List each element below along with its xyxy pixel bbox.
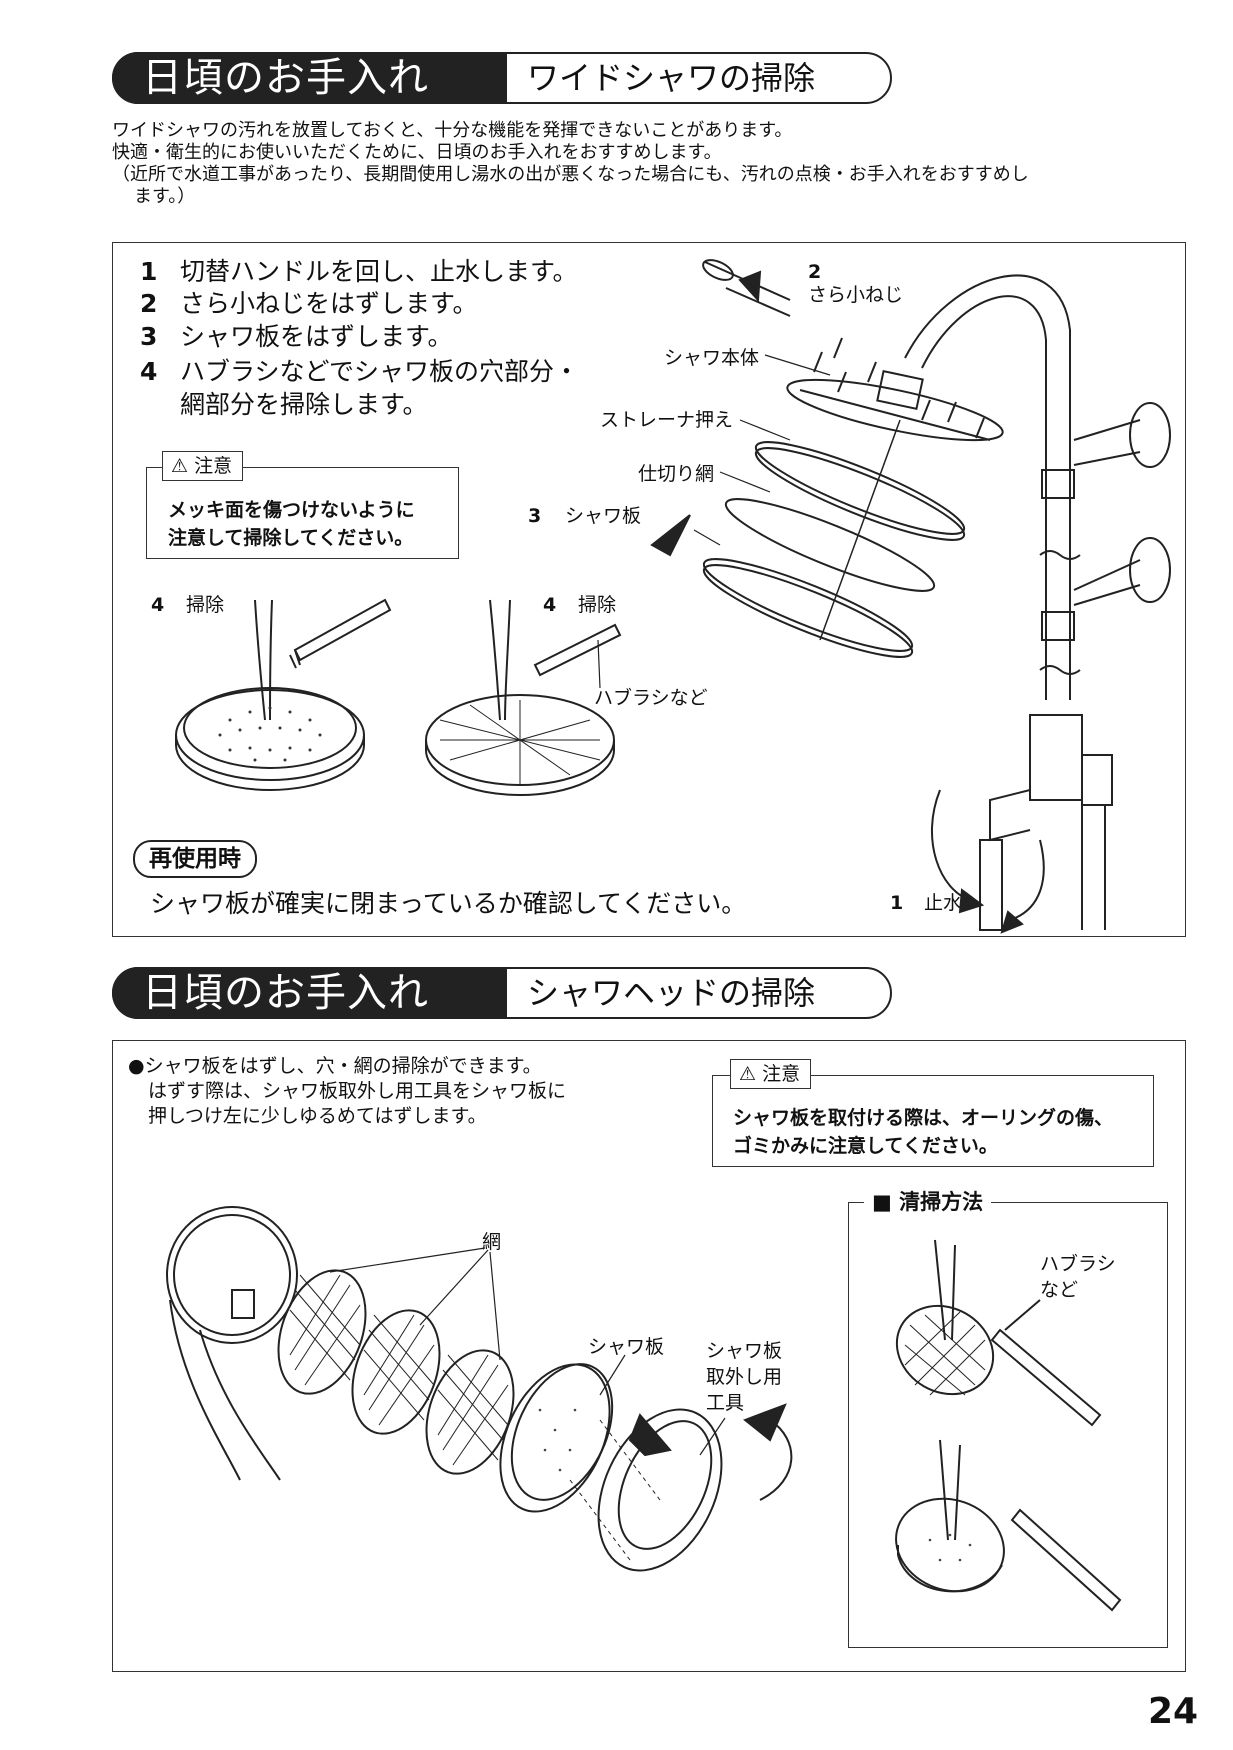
label-brush: ハブラシなど <box>594 687 708 709</box>
intro-line: 快適・衛生的にお使いいただくために、日頃のお手入れをおすすめします。 <box>112 142 722 163</box>
label-strainer: ストレーナ押え <box>600 409 734 431</box>
caution-line: ゴミかみに注意してください。 <box>733 1135 998 1157</box>
strainer-illustration <box>754 441 966 541</box>
step-1: 1 切替ハンドルを回し、止水します。 <box>140 256 578 288</box>
caution-tag-text: 注意 <box>194 455 233 477</box>
step-4-cont: 網部分を掃除します。 <box>140 389 428 421</box>
mesh-illustration <box>724 498 936 592</box>
method-title: ■ 清掃方法 <box>864 1188 992 1216</box>
label-stop: 止水 <box>924 892 963 914</box>
reuse-text: シャワ板が確実に閉まっているか確認してください。 <box>150 889 747 918</box>
method-mesh-clean <box>895 1239 1102 1427</box>
mesh-disc-2 <box>351 1309 441 1435</box>
step-number: 1 <box>140 257 158 286</box>
warning-icon: ⚠ <box>171 455 189 477</box>
label-mesh: 仕切り網 <box>638 463 715 485</box>
step-text: ハブラシなどでシャワ板の穴部分・ <box>180 357 580 386</box>
plate-illustration <box>702 558 914 658</box>
clean-mesh-b-illustration <box>425 599 622 796</box>
label-plate-2: シャワ板 <box>588 1336 665 1358</box>
step-text: さら小ねじをはずします。 <box>180 289 478 318</box>
caution-box-1 <box>146 467 459 559</box>
plate-a-holes <box>218 706 322 762</box>
caution-tag-2: ⚠ 注意 <box>730 1059 812 1089</box>
label-clean-b: 掃除 <box>578 594 617 616</box>
label-stop-num: 1 <box>890 892 904 914</box>
caution-text-1: メッキ面を傷つけないように 注意して掃除してください。 <box>168 496 415 552</box>
header-dark-block <box>112 52 507 104</box>
plate-holes-2 <box>538 1408 972 1562</box>
caution-text-2: シャワ板を取付ける際は、オーリングの傷、 ゴミかみに注意してください。 <box>733 1104 1113 1160</box>
reuse-tag: 再使用時 <box>133 840 257 878</box>
step-4: 4 ハブラシなどでシャワ板の穴部分・ <box>140 356 579 388</box>
label-tool-3: 工具 <box>706 1392 745 1414</box>
step-number: 3 <box>140 322 158 351</box>
section1-box <box>112 242 1186 937</box>
step-text: 切替ハンドルを回し、止水します。 <box>180 257 578 286</box>
arrow-down-icon <box>650 514 691 557</box>
caution-tag-text: 注意 <box>762 1063 801 1085</box>
section2-bullet: ●シャワ板をはずし、穴・網の掃除ができます。 はずす際は、シャワ板取外し用工具を… <box>128 1054 566 1129</box>
caution-line: シャワ板を取付ける際は、オーリングの傷、 <box>733 1107 1114 1129</box>
section1-header: 日頃のお手入れ ワイドシャワの掃除 <box>112 52 892 106</box>
arrow-left-icon <box>628 1413 672 1457</box>
step-number: 4 <box>140 357 158 386</box>
intro-line: ワイドシャワの汚れを放置しておくと、十分な機能を発揮できないことがあります。 <box>112 120 793 141</box>
shower-plate-2 <box>499 1363 614 1513</box>
step-2: 2 さら小ねじをはずします。 <box>140 288 478 320</box>
step-3: 3 シャワ板をはずします。 <box>140 321 453 353</box>
rotate-arrow-icon <box>743 1403 787 1442</box>
label-tool-2: 取外し用 <box>706 1366 783 1388</box>
removal-tool <box>597 1408 723 1572</box>
label-screw-num: 2 <box>808 261 822 283</box>
page-number: 24 <box>1148 1691 1199 1732</box>
shower-head-illustration <box>166 1206 298 1481</box>
shower-pipe-illustration <box>904 274 1171 934</box>
intro-line: （近所で水道工事があったり、長期間使用し湯水の出が悪くなった場合にも、汚れの点検… <box>112 164 1029 185</box>
step-text: 網部分を掃除します。 <box>180 390 428 419</box>
section1-intro: ワイドシャワの汚れを放置しておくと、十分な機能を発揮できないことがあります。 快… <box>112 120 1029 208</box>
caution-line: 注意して掃除してください。 <box>168 527 414 549</box>
shower-body-illustration <box>786 369 1004 442</box>
bullet-line: はずす際は、シャワ板取外し用工具をシャワ板に <box>148 1080 567 1102</box>
section2-box <box>112 1040 1186 1672</box>
label-brush-2b: など <box>1040 1279 1079 1301</box>
method-box <box>848 1202 1168 1648</box>
bullet-line: 押しつけ左に少しゆるめてはずします。 <box>148 1105 487 1127</box>
header-dark-block <box>112 967 507 1019</box>
label-clean-num-b: 4 <box>543 594 557 616</box>
clean-plate-a-illustration <box>175 598 392 791</box>
label-mesh-2: 網 <box>482 1231 502 1253</box>
label-tool-1: シャワ板 <box>706 1340 783 1362</box>
section2-header-sub: シャワヘッドの掃除 <box>527 974 816 1012</box>
warning-icon: ⚠ <box>739 1063 757 1085</box>
section1-header-sub: ワイドシャワの掃除 <box>527 59 816 97</box>
step-text: シャワ板をはずします。 <box>180 322 453 351</box>
caution-box-2 <box>712 1075 1154 1167</box>
step-number: 2 <box>140 289 158 318</box>
bullet-line: ●シャワ板をはずし、穴・網の掃除ができます。 <box>128 1055 542 1077</box>
section2-header: 日頃のお手入れ シャワヘッドの掃除 <box>112 967 892 1021</box>
label-clean-a: 掃除 <box>186 594 225 616</box>
method-plate-clean <box>895 1439 1122 1612</box>
label-clean-num-a: 4 <box>151 594 165 616</box>
label-plate-num: 3 <box>528 505 542 527</box>
caution-line: メッキ面を傷つけないように <box>168 499 415 521</box>
section1-header-main: 日頃のお手入れ <box>142 55 429 101</box>
label-shower-body: シャワ本体 <box>664 347 760 369</box>
label-brush-2a: ハブラシ <box>1040 1253 1116 1275</box>
intro-line: ます。） <box>134 186 196 207</box>
section2-header-main: 日頃のお手入れ <box>142 970 429 1016</box>
label-screw: さら小ねじ <box>808 284 904 306</box>
screw-markers <box>813 337 985 439</box>
assembly-axis <box>819 419 901 641</box>
screw-removal-icon <box>702 259 791 317</box>
section1-illustrations <box>175 259 1171 934</box>
label-plate: シャワ板 <box>565 505 642 527</box>
caution-tag-1: ⚠ 注意 <box>162 451 244 481</box>
mesh-disc-1 <box>277 1269 367 1395</box>
